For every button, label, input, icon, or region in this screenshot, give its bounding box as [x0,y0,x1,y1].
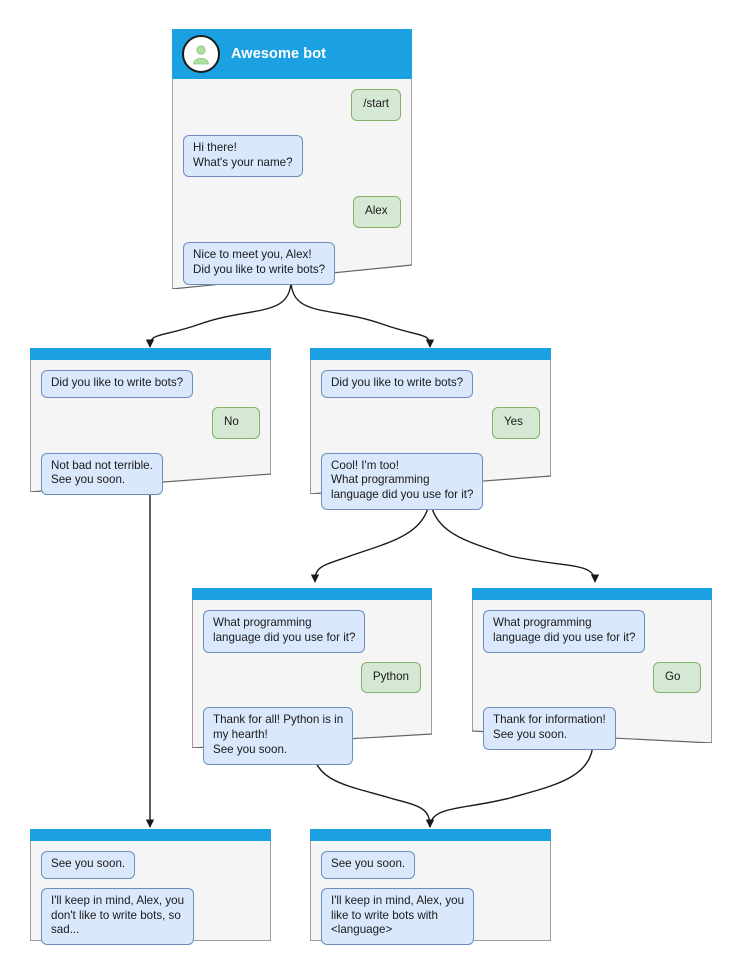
card-end-yes[interactable]: See you soon. I'll keep in mind, Alex, y… [310,829,551,946]
card-go-branch-body: What programming language did you use fo… [472,588,712,751]
message-bubble-bot: Cool! I'm too! What programming language… [321,452,484,511]
message-bubble-bot: I'll keep in mind, Alex, you like to wri… [321,887,475,946]
message-bubble-bot: Nice to meet you, Alex! Did you like to … [183,242,336,285]
message-bubble-bot: Hi there! What's your name? [183,134,303,178]
card-end-yes-chat: See you soon. I'll keep in mind, Alex, y… [310,841,551,946]
message-bubble-bot: See you soon. [321,851,416,879]
card-python-branch-header [192,588,432,600]
card-python-branch-body: What programming language did you use fo… [192,588,432,765]
message-bubble-bot: Thank for all! Python is in my hearth! S… [203,707,354,765]
card-go-branch-chat: What programming language did you use fo… [472,600,712,751]
card-yes-branch-chat: Did you like to write bots? Yes Cool! I'… [310,360,551,511]
card-no-branch-chat: Did you like to write bots? No Not bad n… [30,360,271,496]
card-no-branch-body: Did you like to write bots? No Not bad n… [30,348,271,496]
card-python-branch[interactable]: What programming language did you use fo… [192,588,432,765]
message-bubble-bot: See you soon. [41,851,136,879]
card-end-no-chat: See you soon. I'll keep in mind, Alex, y… [30,841,271,946]
card-end-no-body: See you soon. I'll keep in mind, Alex, y… [30,829,271,946]
message-bubble-user: /start [351,89,401,121]
message-bubble-bot: Not bad not terrible. See you soon. [41,452,163,496]
message-bubble-bot: I'll keep in mind, Alex, you don't like … [41,887,195,946]
card-no-branch-header [30,348,271,360]
message-bubble-bot: Thank for information! See you soon. [483,707,616,751]
connector-root-to-no [145,279,292,348]
message-bubble-user: Go [653,661,701,694]
message-bubble-user: Yes [492,406,540,439]
card-root[interactable]: Awesome bot /start Hi there! What's your… [172,29,412,289]
card-end-no[interactable]: See you soon. I'll keep in mind, Alex, y… [30,829,271,946]
card-root-body: Awesome bot /start Hi there! What's your… [172,29,412,289]
card-end-no-header [30,829,271,841]
card-yes-branch-header [310,348,551,360]
message-bubble-bot: Did you like to write bots? [41,370,194,398]
connector-go-to-endyes [425,741,594,828]
card-yes-branch[interactable]: Did you like to write bots? Yes Cool! I'… [310,348,551,511]
card-yes-branch-body: Did you like to write bots? Yes Cool! I'… [310,348,551,511]
bot-title: Awesome bot [231,46,327,62]
card-end-yes-header [310,829,551,841]
message-bubble-user: No [212,406,260,439]
message-bubble-user: Alex [353,196,401,229]
message-bubble-bot: What programming language did you use fo… [203,610,366,653]
card-go-branch-header [472,588,712,600]
card-root-chat: /start Hi there! What's your name? Alex … [172,79,412,285]
card-root-header: Awesome bot [172,29,412,79]
card-python-branch-chat: What programming language did you use fo… [192,600,432,765]
card-end-yes-body: See you soon. I'll keep in mind, Alex, y… [310,829,551,946]
message-bubble-user: Python [360,661,421,694]
message-bubble-bot: What programming language did you use fo… [483,610,646,653]
connector-root-to-yes [290,279,435,348]
card-no-branch[interactable]: Did you like to write bots? No Not bad n… [30,348,271,496]
person-avatar-icon [182,35,220,73]
card-go-branch[interactable]: What programming language did you use fo… [472,588,712,751]
message-bubble-bot: Did you like to write bots? [321,370,474,398]
